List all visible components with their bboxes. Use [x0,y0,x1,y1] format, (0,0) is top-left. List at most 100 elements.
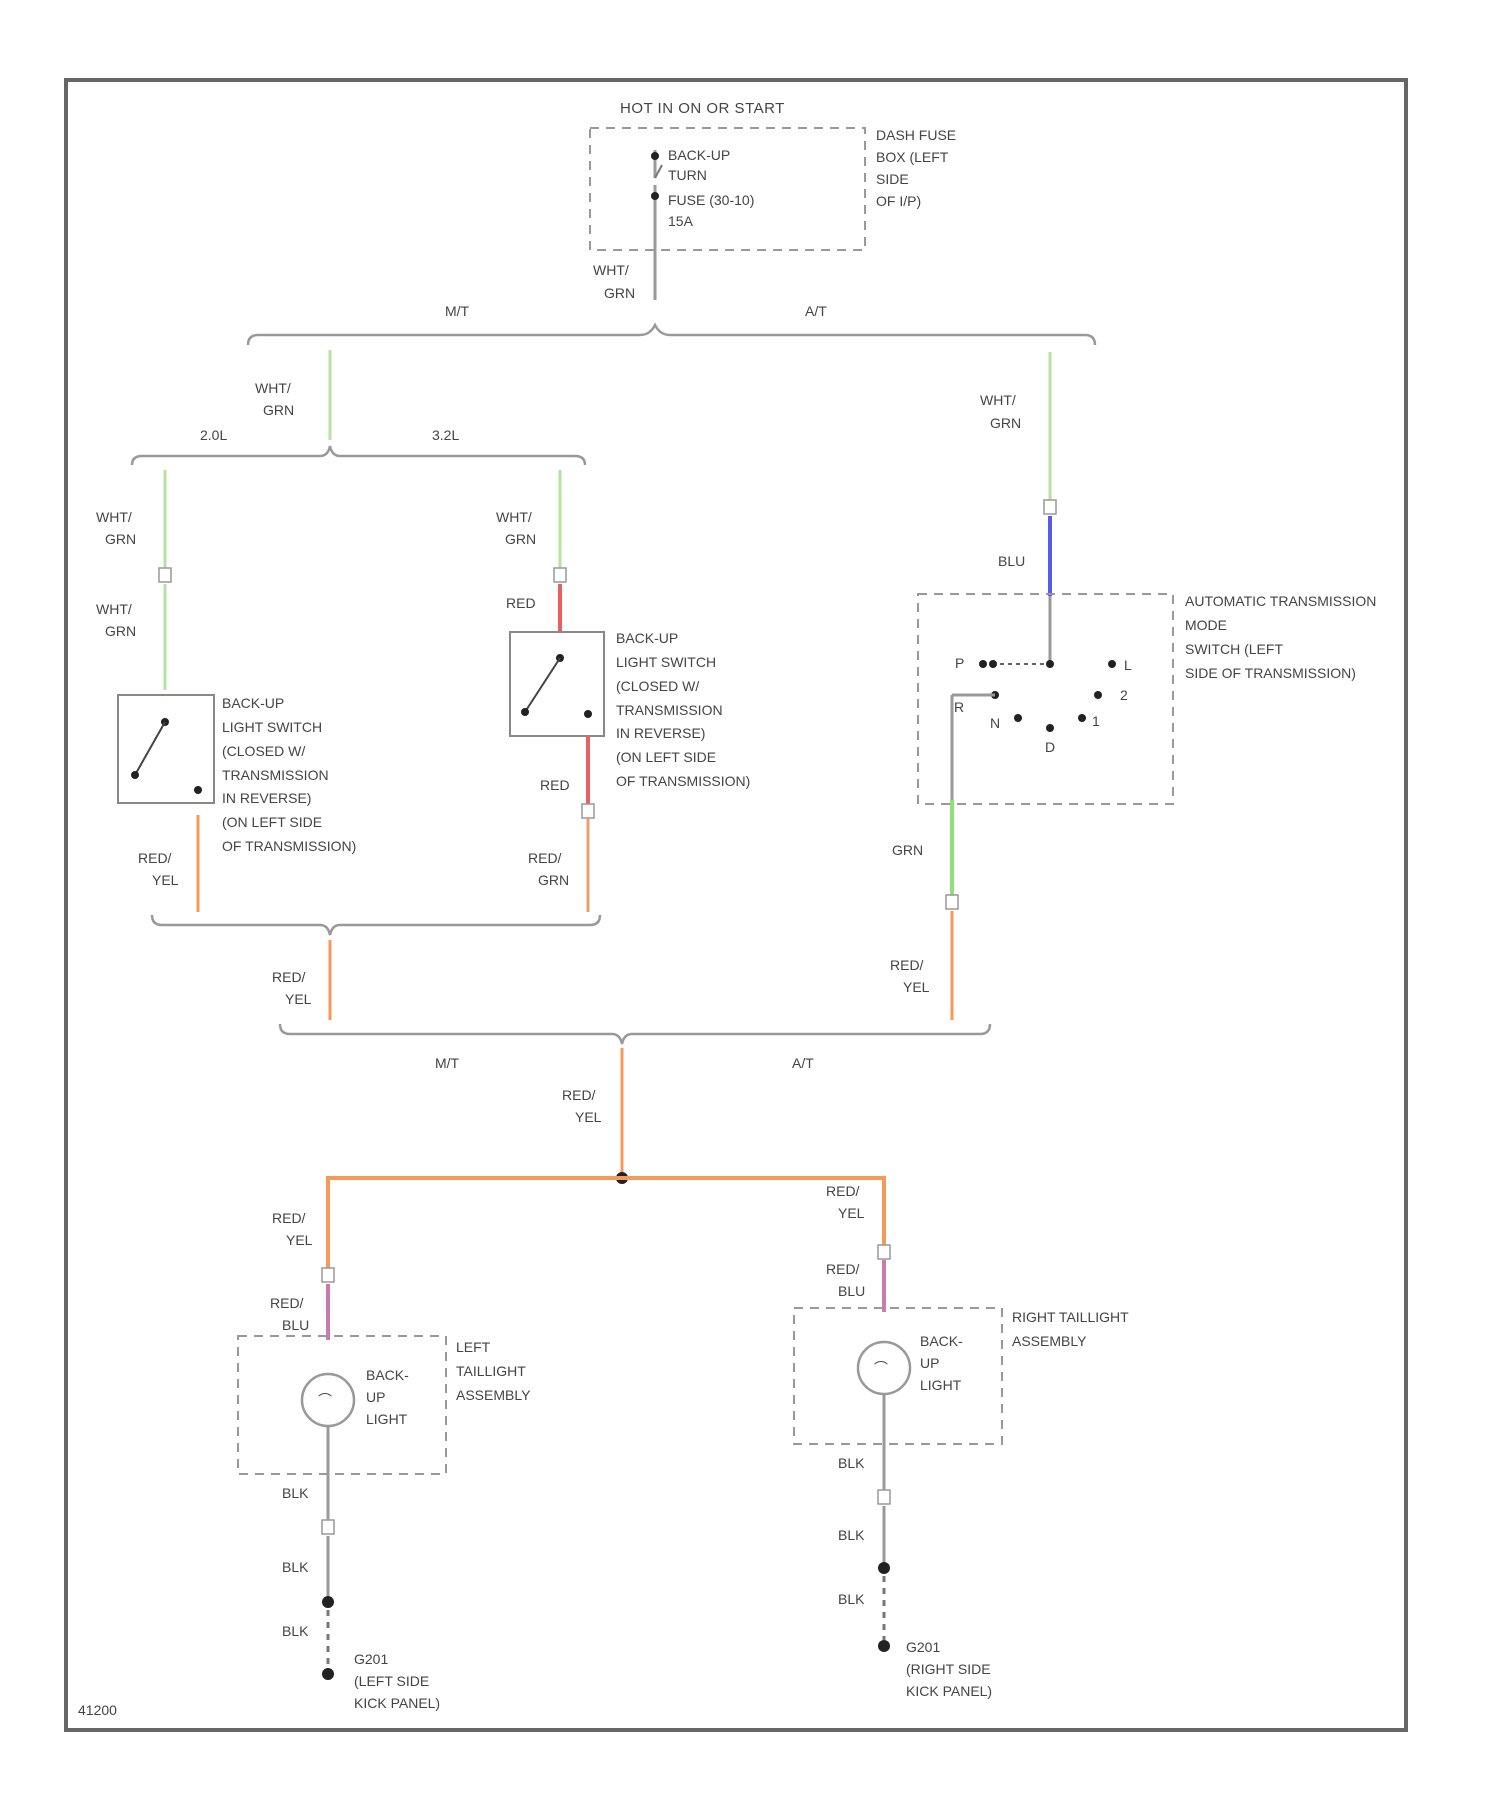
atms-pos-2: 2 [1120,687,1128,703]
wire-label: GRN [990,415,1021,431]
ground-left-label: KICK PANEL) [354,1695,440,1711]
ground-left-label: G201 [354,1651,388,1667]
wire-label: RED/ [528,850,562,866]
wire-label: GRN [105,623,136,639]
wire-label: WHT/ [496,509,532,525]
wire-label: RED/ [272,1210,306,1226]
wire-label: YEL [903,979,930,995]
branch-label-2-0l: 2.0L [200,427,227,443]
wire-label: WHT/ [255,380,291,396]
fuse-label-1: BACK-UP [668,147,730,163]
switch-left-label: IN REVERSE) [222,790,311,806]
wire-label: BLK [282,1559,309,1575]
wire-label: RED/ [272,969,306,985]
ground-right-label: G201 [906,1639,940,1655]
wire-label: YEL [152,872,179,888]
atms-pos-r: R [954,699,964,715]
branch-label-at: A/T [792,1055,814,1071]
branch-label-at: A/T [805,303,827,319]
wire-label: BLK [838,1527,865,1543]
wire-label: GRN [105,531,136,547]
branch-bracket-top [248,325,1095,345]
left-bulb-label: UP [366,1389,385,1405]
branch-label-3-2l: 3.2L [432,427,459,443]
wire-label: YEL [575,1109,602,1125]
switch-right-label: (ON LEFT SIDE [616,749,716,765]
wire-label: RED/ [562,1087,596,1103]
wire-label: WHT/ [980,392,1016,408]
left-taillight-name: LEFT [456,1339,491,1355]
ground-right [878,1640,890,1652]
fuse-box-name-1: DASH FUSE [876,127,956,143]
switch-right-label: OF TRANSMISSION) [616,773,750,789]
switch-left-label: BACK-UP [222,695,284,711]
atms-name: SIDE OF TRANSMISSION) [1185,665,1356,681]
fuse-box-name-4: OF I/P) [876,193,921,209]
wire-label: RED [540,777,570,793]
atms-pos-p: P [955,655,964,671]
wire-label: RED/ [826,1183,860,1199]
wire-label: BLK [282,1485,309,1501]
wire-label: YEL [286,1232,313,1248]
switch-right-label: IN REVERSE) [616,725,705,741]
wire-label: RED/ [138,850,172,866]
switch-right-label: TRANSMISSION [616,702,723,718]
fuse-box-name-3: SIDE [876,171,909,187]
fuse-label-3: FUSE (30-10) [668,192,754,208]
right-bulb-label: BACK- [920,1333,963,1349]
wire-label: BLU [998,553,1025,569]
diagram-id: 41200 [78,1702,117,1718]
switch-left-label: LIGHT SWITCH [222,719,322,735]
wire-label: RED/ [890,957,924,973]
left-taillight-name: ASSEMBLY [456,1387,531,1403]
wire-label: BLK [838,1591,865,1607]
atms-pos-n: N [990,715,1000,731]
right-taillight-name: RIGHT TAILLIGHT [1012,1309,1129,1325]
wire-label: RED/ [270,1295,304,1311]
wire-red-yel [328,1178,622,1268]
left-bulb-label: LIGHT [366,1411,408,1427]
wire-label: BLU [838,1283,865,1299]
power-condition-label: HOT IN ON OR START [620,100,785,117]
switch-left-label: OF TRANSMISSION) [222,838,356,854]
branch-bracket-engine [132,446,585,465]
switch-right-label: BACK-UP [616,630,678,646]
diagram-frame [66,80,1406,1730]
atms-pos-1: 1 [1092,713,1100,729]
switch-left-label: (ON LEFT SIDE [222,814,322,830]
wire-label: WHT/ [96,509,132,525]
fuse-label-2: TURN [668,167,707,183]
atms-pos-l: L [1124,657,1132,673]
wire-label: YEL [838,1205,865,1221]
wire-label: RED [506,595,536,611]
ground-right-label: KICK PANEL) [906,1683,992,1699]
wire-label: GRN [604,285,635,301]
wire-label: BLK [838,1455,865,1471]
ground-left-label: (LEFT SIDE [354,1673,429,1689]
mt-merge-bracket [152,915,600,935]
left-taillight-name: TAILLIGHT [456,1363,526,1379]
wire-label: GRN [538,872,569,888]
bulb-filament: ⌒ [318,1392,332,1408]
switch-right-label: LIGHT SWITCH [616,654,716,670]
wire-label: GRN [263,402,294,418]
backup-switch-right [510,632,604,736]
fuse-label-4: 15A [668,213,694,229]
wire-label: YEL [285,991,312,1007]
wire-label: BLK [282,1623,309,1639]
wire-label: WHT/ [593,262,629,278]
wire-label: GRN [892,842,923,858]
right-bulb-label: LIGHT [920,1377,962,1393]
atms-name: MODE [1185,617,1227,633]
wire-label: WHT/ [96,601,132,617]
wire-label: RED/ [826,1261,860,1277]
branch-label-mt: M/T [435,1055,460,1071]
ground-left [322,1668,334,1680]
switch-right-label: (CLOSED W/ [616,678,699,694]
bulb-filament: ⌒ [874,1360,888,1376]
wire-label: GRN [505,531,536,547]
atms-name: SWITCH (LEFT [1185,641,1283,657]
fuse-box-name-2: BOX (LEFT [876,149,949,165]
wire-label: BLU [282,1317,309,1333]
